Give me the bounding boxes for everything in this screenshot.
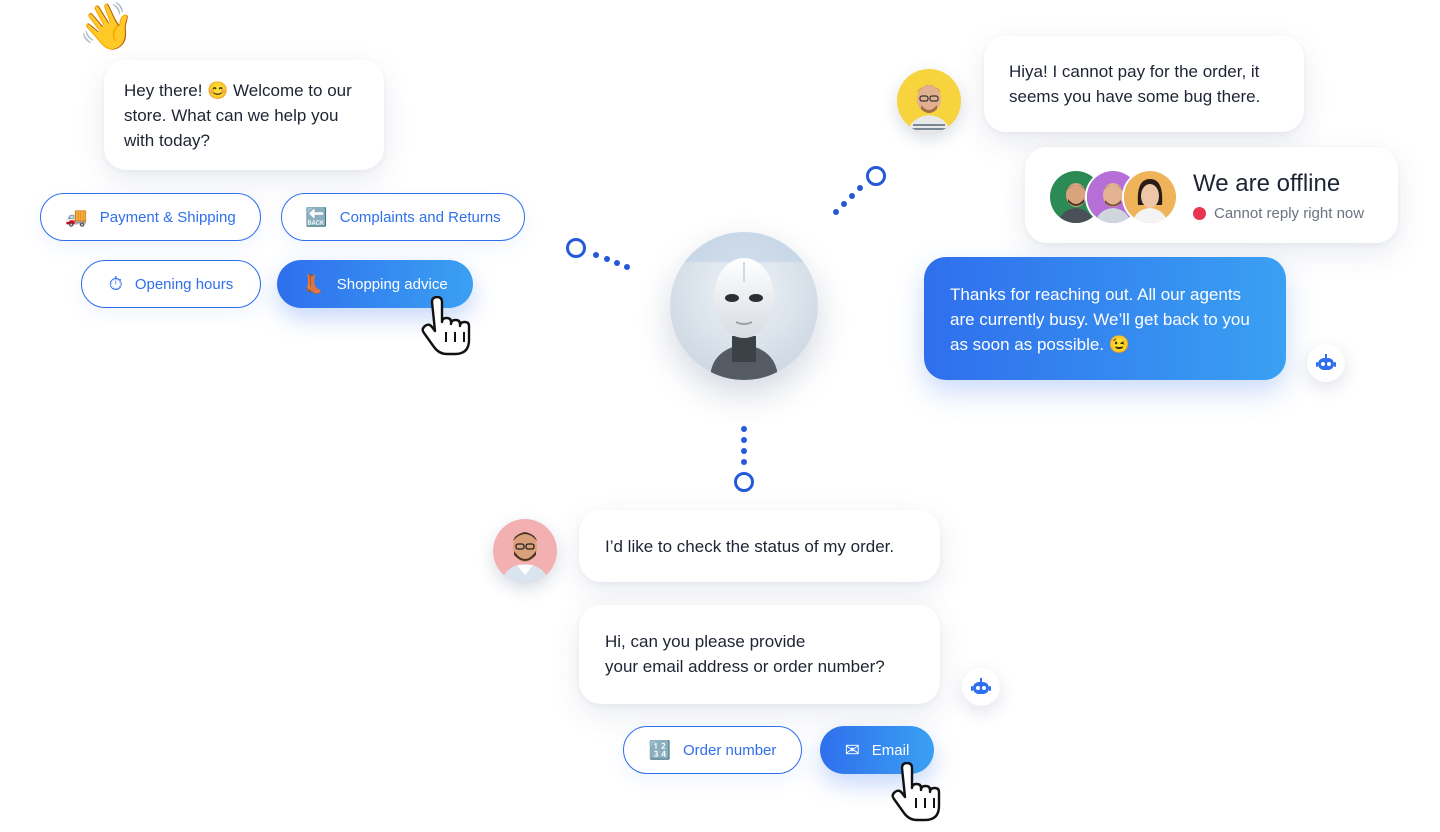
bot-reply-line: Hi, can you please provide [605,632,806,651]
connector-node [734,472,754,492]
connector-dot [833,209,839,215]
customer-message-text: Hiya! I cannot pay for the order, it see… [1009,62,1261,106]
connector-dot [741,459,747,465]
bot-icon [962,668,1000,706]
bot-reply: Thanks for reaching out. All our agents … [924,257,1286,380]
numbers-icon: 🔢 [648,740,672,760]
offline-title: We are offline [1193,170,1341,197]
connector-dot [741,448,747,454]
connector-dot [604,256,610,262]
hand-cursor-icon [421,296,471,356]
bot-reply-line: your email address or order number? [605,657,885,676]
connector-dot [841,201,847,207]
quick-reply-complaints-returns[interactable]: 🔙 Complaints and Returns [281,193,525,241]
connector-dot [741,426,747,432]
boot-icon: 👢 [302,274,325,294]
agent-avatar [1122,169,1178,225]
customer-avatar [897,69,961,133]
quick-reply-label: Opening hours [134,275,234,293]
quick-reply-payment-shipping[interactable]: 🚚 Payment & Shipping [40,193,261,241]
envelope-icon: ✉ [844,740,860,760]
connector-dot [593,252,599,258]
welcome-message: Hey there! 😊 Welcome to our store. What … [104,60,384,170]
customer-message: I’d like to check the status of my order… [579,510,940,582]
waving-hand-icon: 👋 [78,0,136,52]
bot-reply-text: Thanks for reaching out. All our agents … [950,285,1250,354]
stopwatch-icon: ⏱ [108,274,123,294]
hand-cursor-icon [891,762,941,822]
agent-avatar [1085,169,1141,225]
connector-node [566,238,586,258]
quick-reply-shopping-advice[interactable]: 👢 Shopping advice [277,260,473,308]
email-label: Email [871,741,910,759]
robot-avatar [670,232,818,380]
back-arrow-icon: 🔙 [305,207,328,227]
connector-dot [624,264,630,270]
order-number-button[interactable]: 🔢 Order number [623,726,802,774]
connector-dot [741,437,747,443]
connector-dot [857,185,863,191]
status-dot [1193,207,1206,220]
customer-avatar [493,519,557,583]
offline-status-card: We are offline Cannot reply right now [1025,147,1398,243]
offline-status-text: Cannot reply right now [1214,205,1365,222]
order-number-label: Order number [683,741,777,759]
email-button[interactable]: ✉ Email [820,726,934,774]
quick-reply-label: Complaints and Returns [339,208,501,226]
quick-reply-label: Payment & Shipping [99,208,236,226]
bot-reply: Hi, can you please provide your email ad… [579,605,940,704]
connector-dot [849,193,855,199]
bot-icon [1307,344,1345,382]
customer-message-text: I’d like to check the status of my order… [605,537,895,556]
delivery-truck-icon: 🚚 [65,207,88,227]
quick-reply-label: Shopping advice [336,275,448,293]
connector-dot [614,260,620,266]
welcome-message-text: Hey there! 😊 Welcome to our store. What … [124,81,352,150]
connector-node [866,166,886,186]
customer-message: Hiya! I cannot pay for the order, it see… [984,36,1304,132]
quick-reply-opening-hours[interactable]: ⏱ Opening hours [81,260,261,308]
